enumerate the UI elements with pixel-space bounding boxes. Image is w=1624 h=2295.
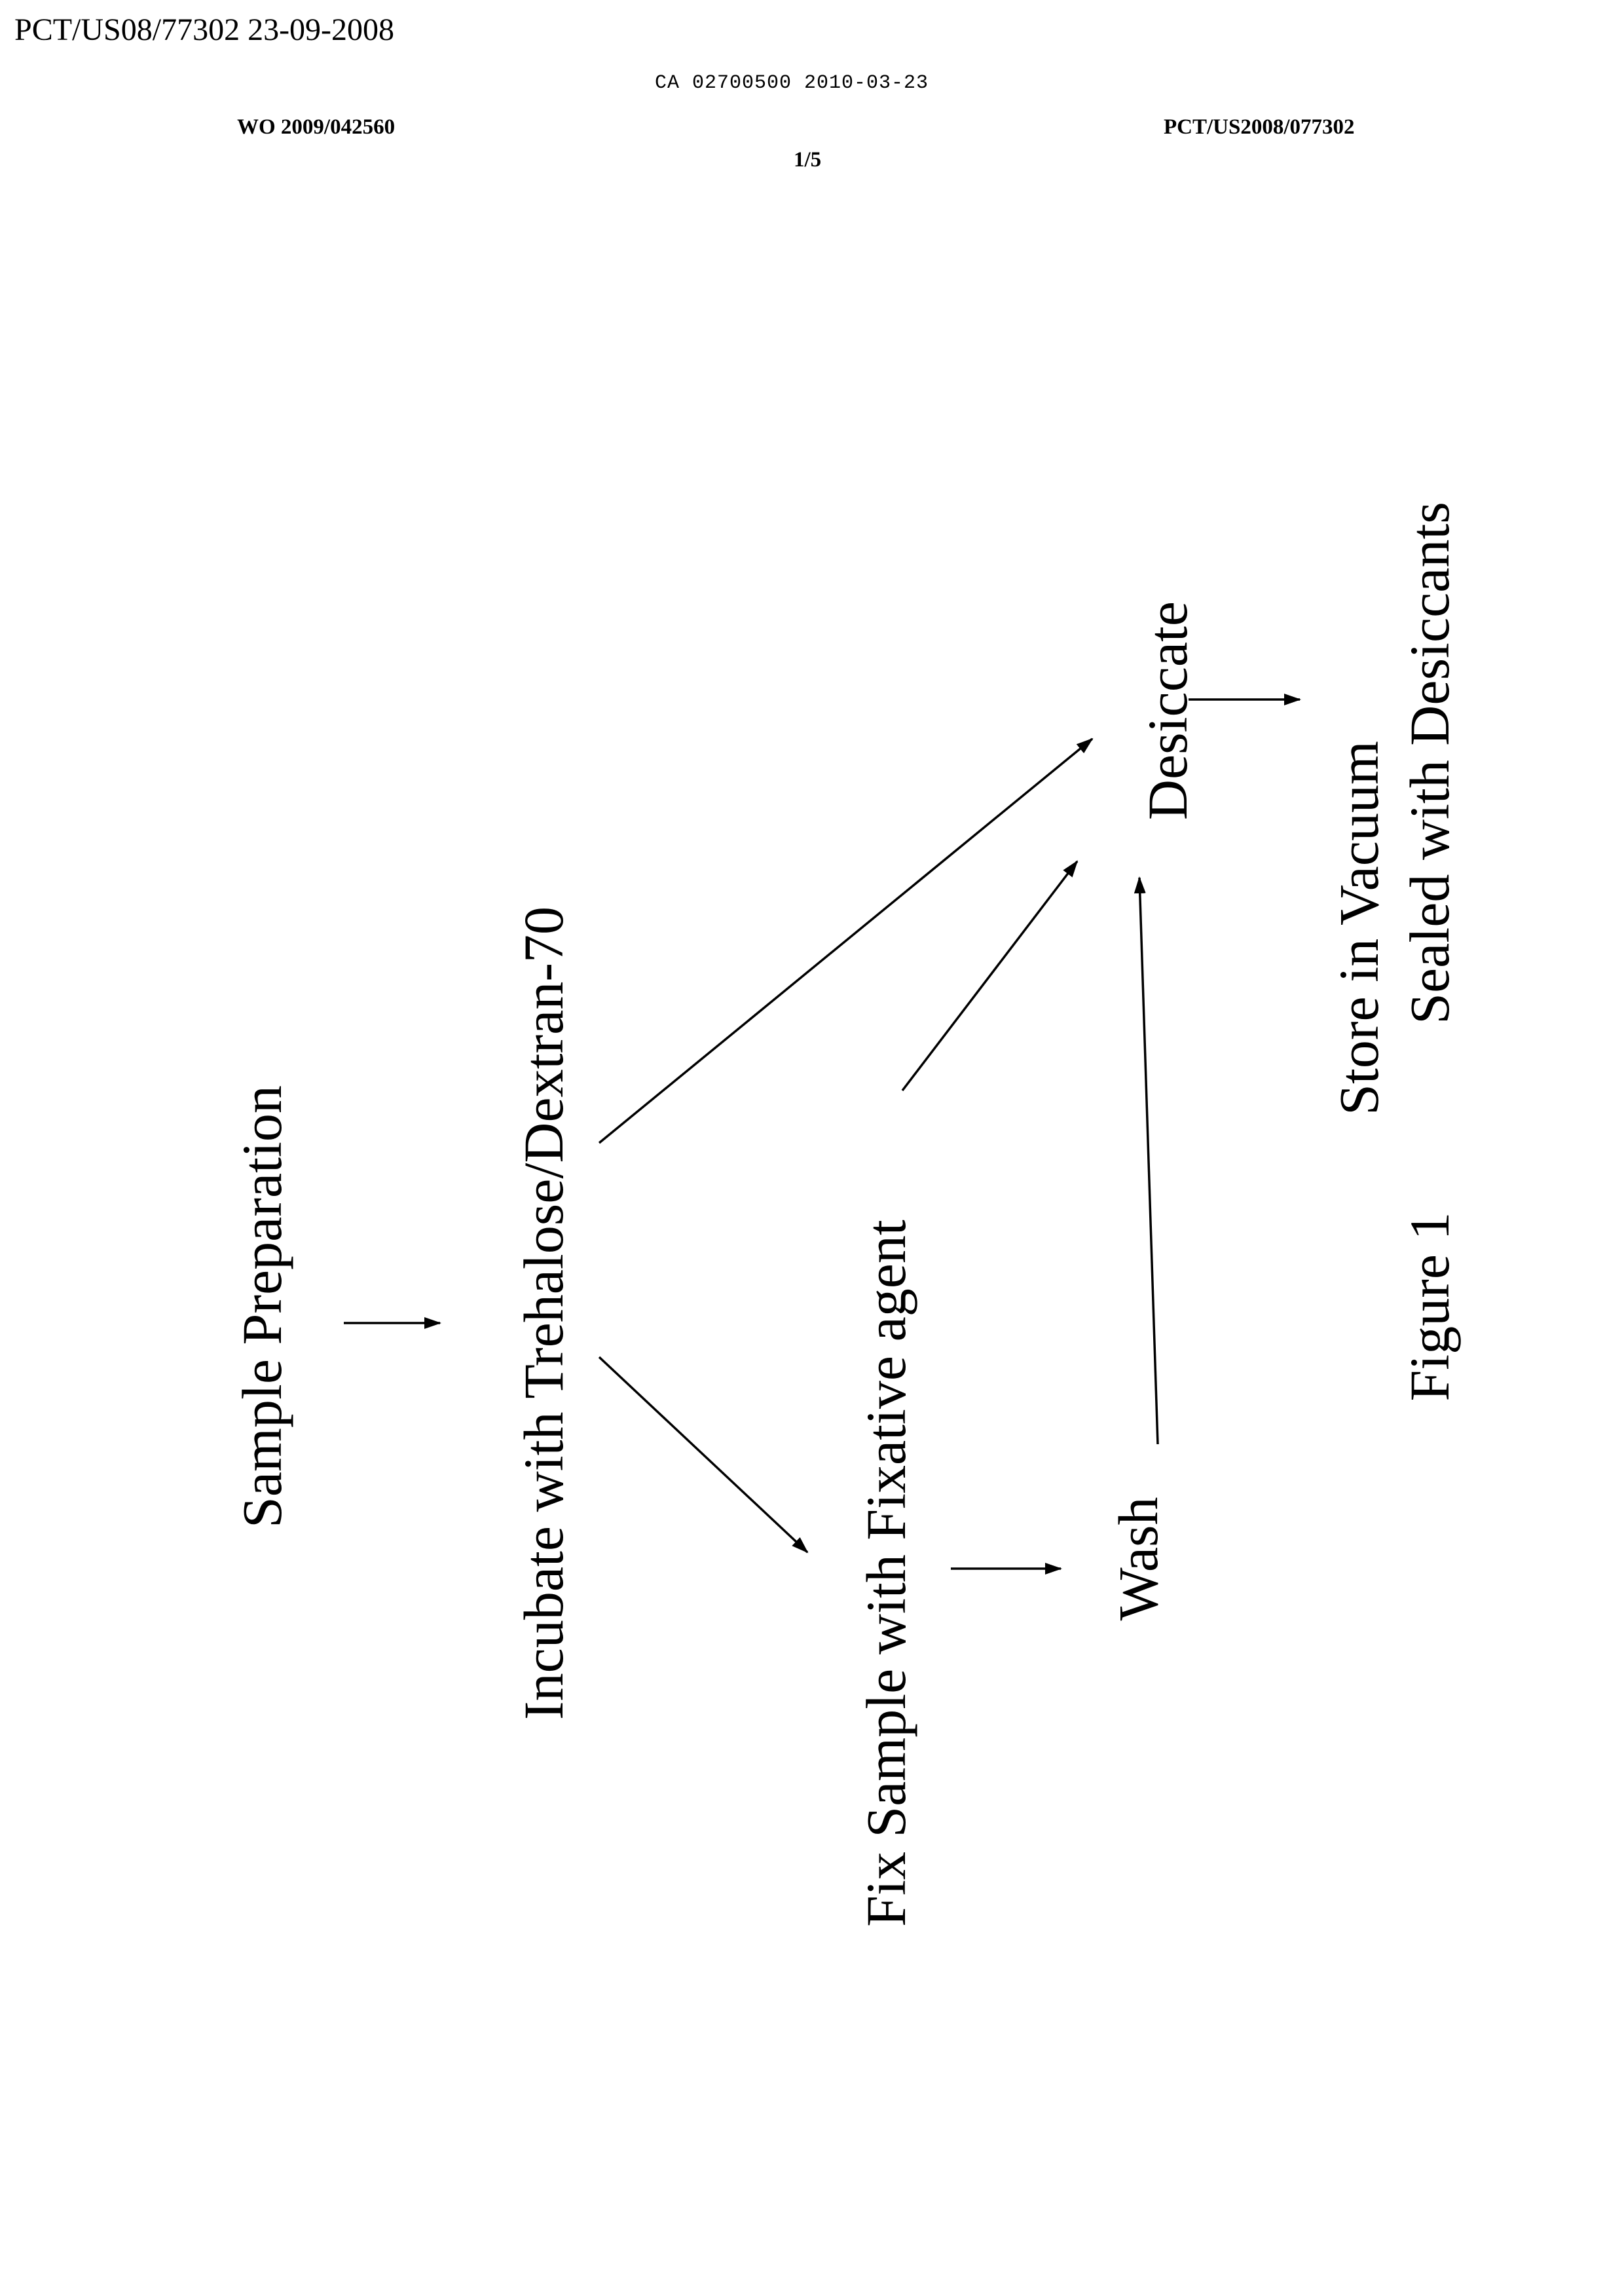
step-store-line1: Store in Vacuum xyxy=(1331,741,1387,1115)
step-wash: Wash xyxy=(1110,1497,1166,1621)
figure-caption: Figure 1 xyxy=(1401,1212,1458,1401)
step-desiccate: Desiccate xyxy=(1139,601,1196,820)
step-incubate: Incubate with Trehalose/Dextran-70 xyxy=(515,906,572,1720)
arrow-fix-to-desiccate xyxy=(902,861,1077,1091)
arrow-incubate-to-desiccate xyxy=(599,739,1092,1143)
step-sample-preparation: Sample Preparation xyxy=(234,1085,290,1528)
arrow-incubate-to-fix xyxy=(599,1357,807,1552)
arrow-wash-to-desiccate xyxy=(1139,878,1158,1444)
step-store-line2: Sealed with Desiccants xyxy=(1401,502,1458,1024)
step-fix-sample: Fix Sample with Fixative agent xyxy=(858,1220,914,1927)
